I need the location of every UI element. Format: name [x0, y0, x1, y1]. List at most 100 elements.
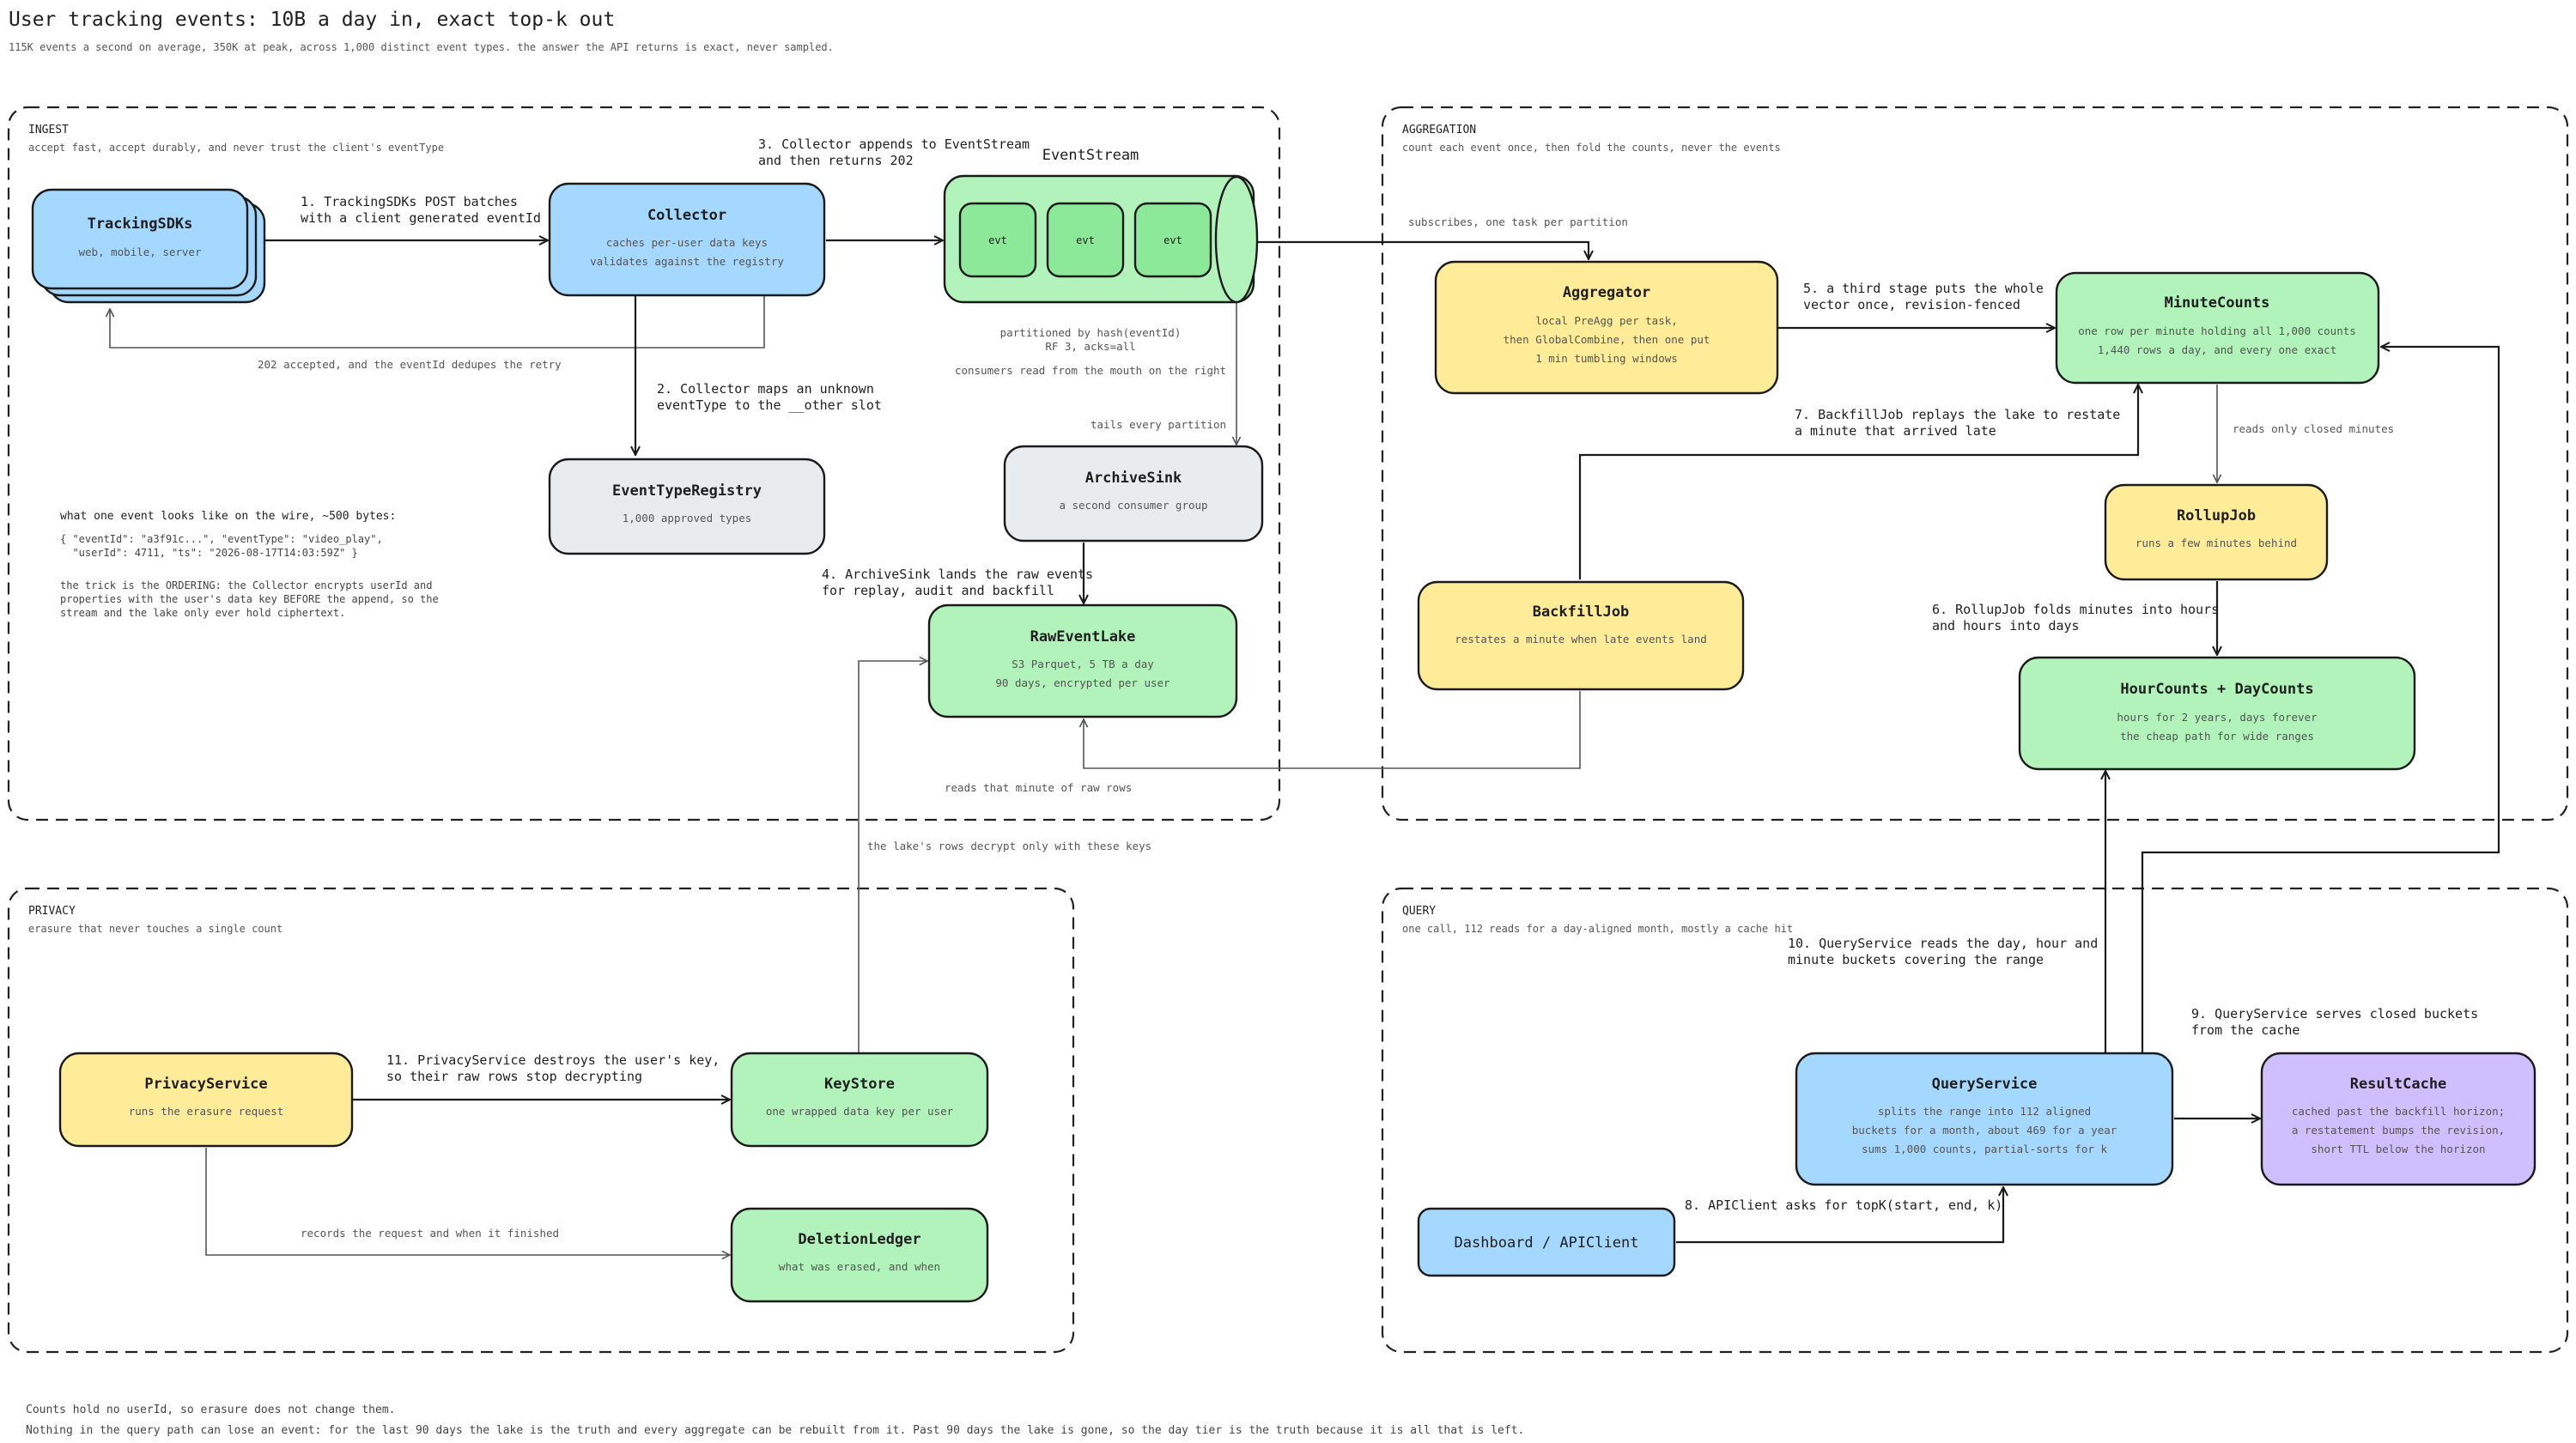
minute-counts-desc-2: 1,440 rows a day, and every one exact [2098, 343, 2336, 356]
node-rollup-job[interactable]: RollupJob runs a few minutes behind [2104, 483, 2329, 581]
group-query-title: QUERY [1402, 905, 1436, 918]
result-cache-desc-1: cached past the backfill horizon; [2292, 1105, 2505, 1118]
hour-day-counts-desc-2: the cheap path for wide ranges [2120, 730, 2314, 743]
diagram-title: User tracking events: 10B a day in, exac… [9, 9, 615, 31]
wire-note-code-1: { "eventId": "a3f91c...", "eventType": "… [60, 533, 383, 545]
hour-day-counts-title: HourCounts + DayCounts [2120, 681, 2313, 698]
node-dashboard[interactable]: Dashboard / APIClient [1417, 1207, 1676, 1277]
group-privacy-title: PRIVACY [28, 905, 76, 918]
wire-note: what one event looks like on the wire, ~… [60, 510, 439, 619]
stream-notes: partitioned by hash(eventId) RF 3, acks=… [955, 326, 1226, 377]
node-minute-counts[interactable]: MinuteCounts one row per minute holding … [2055, 271, 2380, 385]
node-query-service[interactable]: QueryService splits the range into 112 a… [1795, 1052, 2174, 1186]
stream-cell-2: evt [1076, 234, 1095, 246]
collector-desc-2: validates against the registry [590, 255, 784, 268]
wire-note-body-2: properties with the user's data key BEFO… [60, 593, 439, 605]
edge-label-decrypt: the lake's rows decrypt only with these … [867, 840, 1151, 852]
group-ingest-subtitle: accept fast, accept durably, and never t… [28, 142, 444, 154]
backfill-job-title: BackfillJob [1533, 603, 1630, 621]
node-key-store[interactable]: KeyStore one wrapped data key per user [730, 1052, 989, 1148]
aggregator-desc-2: then GlobalCombine, then one put [1504, 333, 1710, 346]
group-aggregation: AGGREGATION count each event once, then … [1381, 106, 2569, 822]
edge-label-10-line2: minute buckets covering the range [1788, 952, 2044, 967]
edge-query-to-minutecounts [2141, 347, 2500, 1053]
query-service-desc-3: sums 1,000 counts, partial-sorts for k [1862, 1143, 2107, 1155]
wire-note-body-1: the trick is the ORDERING: the Collector… [60, 579, 432, 591]
diagram-subtitle: 115K events a second on average, 350K at… [9, 41, 834, 53]
group-privacy-subtitle: erasure that never touches a single coun… [28, 923, 283, 935]
footer-line-1: Counts hold no userId, so erasure does n… [26, 1404, 395, 1416]
node-event-stream[interactable]: EventStream evt evt evt [943, 147, 1259, 304]
stream-cell-3: evt [1163, 234, 1182, 246]
node-event-type-registry[interactable]: EventTypeRegistry 1,000 approved types [548, 458, 826, 555]
node-aggregator[interactable]: Aggregator local PreAgg per task, then G… [1434, 260, 1779, 395]
edge-privacy-to-ledger [205, 1148, 730, 1255]
query-service-desc-2: buckets for a month, about 469 for a yea… [1852, 1124, 2117, 1137]
edge-ack-to-sdks [110, 296, 765, 349]
footer-line-2: Nothing in the query path can lose an ev… [26, 1424, 1524, 1437]
key-store-title: KeyStore [824, 1076, 895, 1093]
stream-cell-1: evt [988, 234, 1007, 246]
edge-label-4-line2: for replay, audit and backfill [822, 583, 1054, 598]
raw-event-lake-title: RawEventLake [1030, 628, 1136, 646]
deletion-ledger-title: DeletionLedger [798, 1231, 920, 1248]
node-backfill-job[interactable]: BackfillJob restates a minute when late … [1417, 580, 1745, 691]
edge-label-7-line2: a minute that arrived late [1795, 423, 1996, 439]
rollup-job-desc: runs a few minutes behind [2136, 537, 2297, 549]
edge-label-5-line1: 5. a third stage puts the whole [1803, 281, 2044, 296]
tracking-sdks-title: TrackingSDKs [88, 215, 193, 233]
aggregator-desc-1: local PreAgg per task, [1535, 314, 1678, 327]
rollup-job-title: RollupJob [2177, 507, 2256, 524]
dashboard-title: Dashboard / APIClient [1455, 1234, 1639, 1252]
stream-note-1: partitioned by hash(eventId) [1000, 326, 1182, 339]
edge-label-tails: tails every partition [1091, 418, 1226, 431]
edge-label-closed: reads only closed minutes [2233, 422, 2394, 435]
edge-backfill-to-minutecounts [1578, 385, 2138, 579]
raw-event-lake-desc-1: S3 Parquet, 5 TB a day [1012, 658, 1154, 670]
group-ingest: INGEST accept fast, accept durably, and … [7, 106, 1281, 822]
edge-label-11-line2: so their raw rows stop decrypting [386, 1069, 642, 1084]
archive-sink-title: ArchiveSink [1085, 470, 1182, 487]
node-tracking-sdks[interactable]: TrackingSDKs web, mobile, server [31, 188, 266, 304]
hour-day-counts-desc-1: hours for 2 years, days forever [2117, 711, 2318, 724]
node-privacy-service[interactable]: PrivacyService runs the erasure request [58, 1052, 354, 1148]
node-deletion-ledger[interactable]: DeletionLedger what was erased, and when [730, 1207, 989, 1303]
edge-backfill-to-lake [1084, 691, 1581, 769]
group-aggregation-subtitle: count each event once, then fold the cou… [1402, 142, 1781, 154]
group-query-subtitle: one call, 112 reads for a day-aligned mo… [1402, 923, 1793, 935]
key-store-desc: one wrapped data key per user [766, 1105, 954, 1118]
query-service-desc-1: splits the range into 112 aligned [1878, 1105, 2091, 1118]
node-archive-sink[interactable]: ArchiveSink a second consumer group [1003, 445, 1264, 543]
node-hour-day-counts[interactable]: HourCounts + DayCounts hours for 2 years… [2018, 656, 2416, 771]
collector-desc-1: caches per-user data keys [606, 236, 768, 249]
event-type-registry-desc: 1,000 approved types [623, 512, 752, 524]
edge-label-10-line1: 10. QueryService reads the day, hour and [1788, 936, 2098, 951]
edge-label-6-line2: and hours into days [1932, 618, 2080, 634]
minute-counts-title: MinuteCounts [2165, 294, 2270, 312]
backfill-job-desc: restates a minute when late events land [1455, 633, 1707, 646]
aggregator-desc-3: 1 min tumbling windows [1535, 352, 1678, 365]
edge-label-8: 8. APIClient asks for topK(start, end, k… [1685, 1197, 2002, 1213]
edge-label-7-line1: 7. BackfillJob replays the lake to resta… [1795, 407, 2120, 422]
raw-event-lake-desc-2: 90 days, encrypted per user [995, 676, 1170, 689]
edge-label-6-line1: 6. RollupJob folds minutes into hours [1932, 602, 2219, 617]
node-collector[interactable]: Collector caches per-user data keys vali… [548, 182, 826, 297]
edge-label-1-line1: 1. TrackingSDKs POST batches [301, 194, 518, 209]
edge-label-3-line2: and then returns 202 [758, 153, 914, 168]
stream-note-3: consumers read from the mouth on the rig… [955, 364, 1226, 377]
privacy-service-title: PrivacyService [144, 1076, 267, 1093]
edge-label-records: records the request and when it finished [301, 1227, 559, 1240]
edge-label-2-line2: eventType to the __other slot [657, 397, 882, 413]
aggregator-title: Aggregator [1563, 284, 1650, 301]
result-cache-desc-3: short TTL below the horizon [2311, 1143, 2485, 1155]
result-cache-title: ResultCache [2350, 1076, 2447, 1093]
node-raw-event-lake[interactable]: RawEventLake S3 Parquet, 5 TB a day 90 d… [927, 603, 1238, 718]
node-result-cache[interactable]: ResultCache cached past the backfill hor… [2260, 1052, 2537, 1186]
group-query: QUERY one call, 112 reads for a day-alig… [1381, 887, 2569, 1354]
edge-label-ack: 202 accepted, and the eventId dedupes th… [258, 358, 562, 371]
minute-counts-desc-1: one row per minute holding all 1,000 cou… [2078, 324, 2356, 337]
wire-note-body-3: stream and the lake only ever hold ciphe… [60, 607, 345, 619]
collector-title: Collector [647, 207, 726, 224]
wire-note-heading: what one event looks like on the wire, ~… [60, 510, 396, 523]
edge-label-5-line2: vector once, revision-fenced [1803, 297, 2020, 312]
